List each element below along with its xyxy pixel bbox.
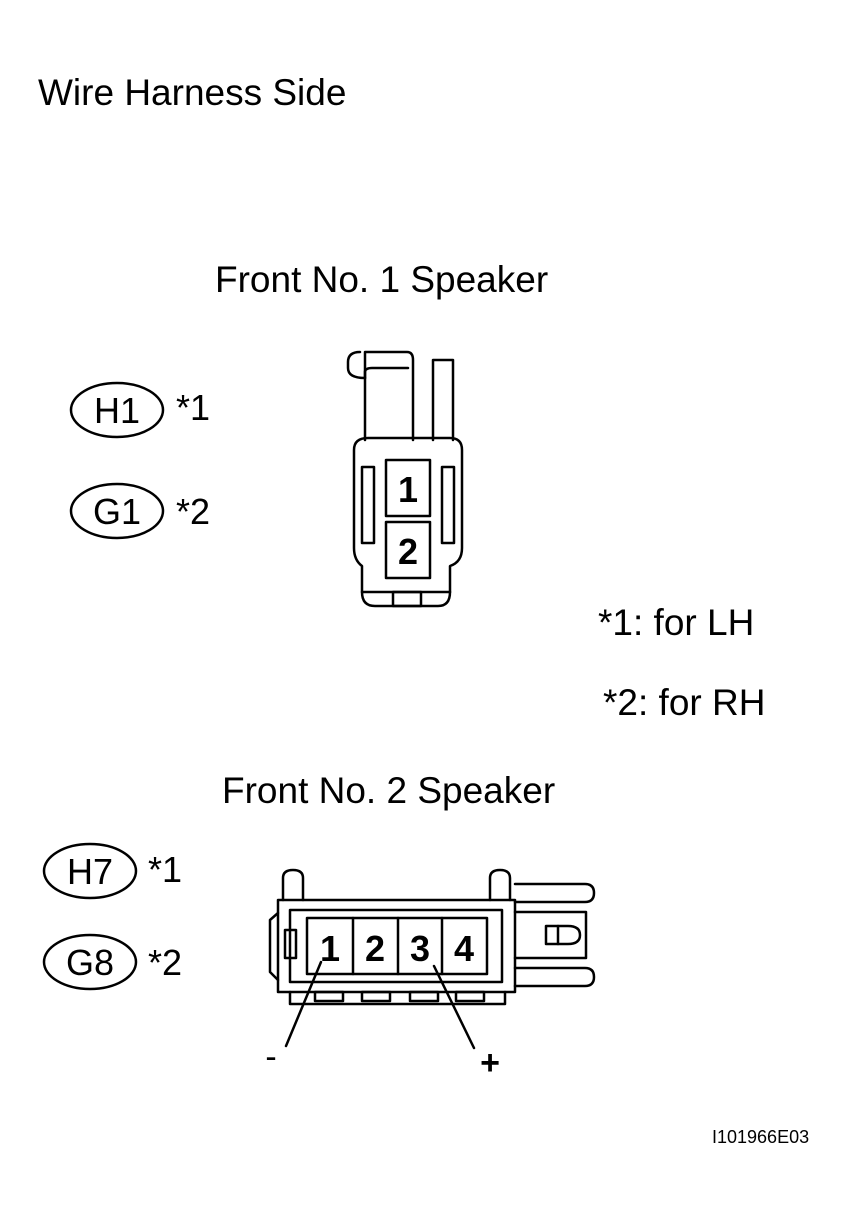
front2-code-g8-label: G8: [66, 942, 114, 983]
front1-code-h1: [69, 381, 165, 439]
front1-connector: [346, 350, 464, 608]
front1-code-g1-note: *2: [176, 491, 210, 532]
front2-pin-4: 4: [454, 928, 474, 969]
front2-pin-3: 3: [410, 928, 430, 969]
front2-code-g8: [42, 933, 138, 991]
front1-code-g1: [69, 482, 165, 540]
front1-code-h1-label: H1: [94, 390, 140, 431]
front2-code-g8-note: *2: [148, 942, 182, 983]
front2-code-h7-label: H7: [67, 851, 113, 892]
front2-code-h7-note: *1: [148, 849, 182, 890]
note-rh: *2: for RH: [603, 682, 766, 723]
front2-pin-2: 2: [365, 928, 385, 969]
front1-pin-1: 1: [398, 469, 418, 510]
front2-heading: Front No. 2 Speaker: [222, 770, 556, 811]
front2-pin-1: 1: [320, 928, 340, 969]
front1-code-h1-note: *1: [176, 387, 210, 428]
front2-code-h7: [42, 842, 138, 900]
polarity-minus: -: [265, 1038, 276, 1076]
front1-heading: Front No. 1 Speaker: [215, 259, 549, 300]
front2-connector: [268, 868, 596, 1050]
front1-code-g1-label: G1: [93, 491, 141, 532]
front1-pin-2: 2: [398, 531, 418, 572]
page-title: Wire Harness Side: [38, 72, 347, 113]
figure-code: I101966E03: [712, 1127, 810, 1147]
polarity-plus: +: [480, 1044, 500, 1082]
note-lh: *1: for LH: [598, 602, 755, 643]
